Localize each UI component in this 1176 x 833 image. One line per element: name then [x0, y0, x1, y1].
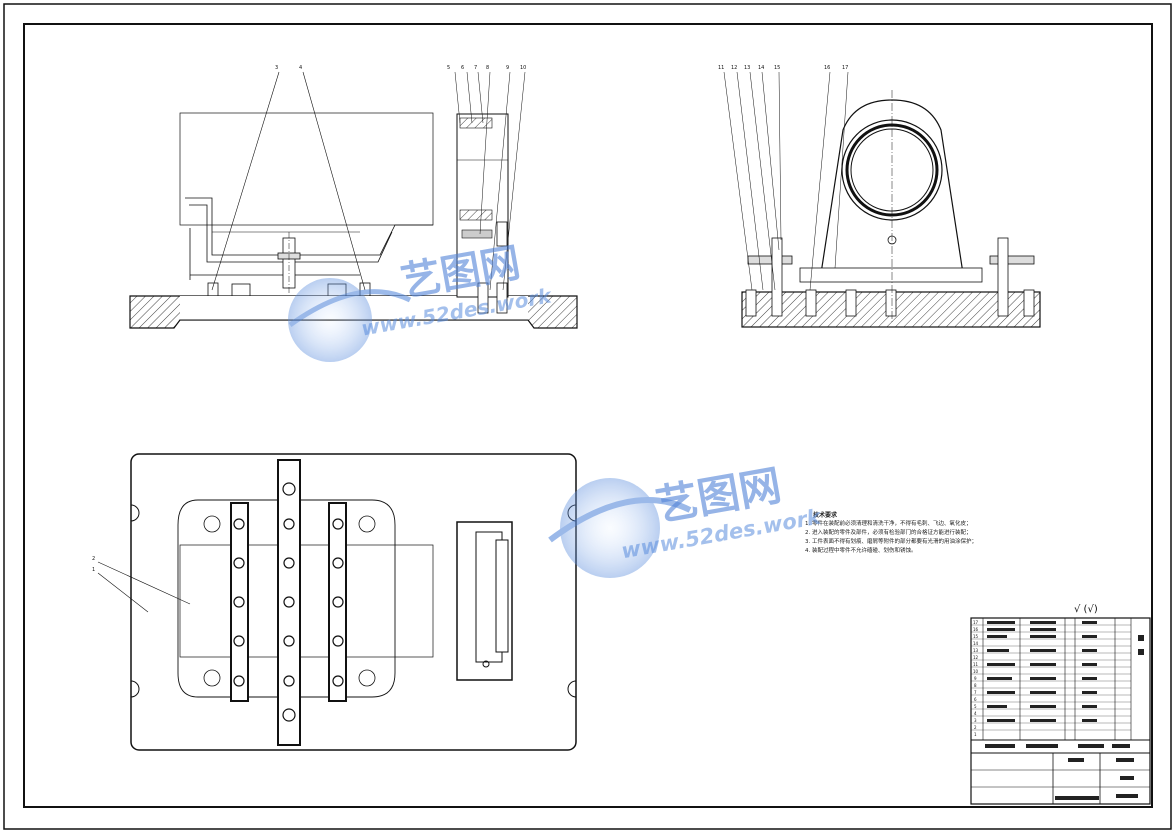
row-9: 9: [974, 676, 977, 681]
watermark-logo-1: [288, 278, 412, 362]
balloon-11: 11: [718, 65, 725, 71]
balloon-9: 9: [506, 65, 510, 71]
row-10: 10: [973, 669, 979, 674]
balloon-16: 16: [824, 65, 831, 71]
surface-finish-symbol: √ (√): [1074, 604, 1098, 615]
balloon-5: 5: [447, 65, 451, 71]
balloon-6: 6: [461, 65, 465, 71]
balloon-1: 1: [92, 567, 96, 573]
row-11: 11: [973, 662, 979, 667]
row-4: 4: [974, 711, 977, 716]
leader-3: [211, 71, 280, 291]
leader-4: [302, 71, 366, 291]
technical-notes: 技术要求 1. 零件在装配前必须清理和清洗干净，不得有毛刺、飞边、氧化皮； 2.…: [805, 511, 1035, 556]
row-1: 1: [974, 732, 977, 737]
row-6: 6: [974, 697, 977, 702]
title-block: [970, 617, 1151, 805]
balloon-15: 15: [774, 65, 781, 71]
watermark-logo-2: [548, 478, 692, 578]
balloon-12: 12: [731, 65, 738, 71]
note-item-1: 1. 零件在装配前必须清理和清洗干净，不得有毛刺、飞边、氧化皮；: [805, 521, 972, 527]
row-13: 13: [973, 648, 979, 653]
row-12: 12: [973, 655, 979, 660]
balloon-8: 8: [486, 65, 490, 71]
balloon-2: 2: [92, 556, 96, 562]
note-item-3: 3. 工件表面不得有划痕、磨屑等附件的部分都要有光滑的用油涂保护；: [805, 539, 977, 545]
row-17: 17: [973, 620, 979, 625]
balloon-4: 4: [299, 65, 303, 71]
row-8: 8: [974, 683, 977, 688]
balloon-7: 7: [474, 65, 478, 71]
row-3: 3: [974, 718, 977, 723]
inner-border: [23, 23, 1153, 808]
end-view: [723, 71, 1041, 328]
row-14: 14: [973, 641, 979, 646]
balloon-10: 10: [520, 65, 527, 71]
row-2: 2: [974, 725, 977, 730]
plan-view: [97, 453, 577, 751]
balloon-3: 3: [275, 65, 279, 71]
balloon-17: 17: [842, 65, 849, 71]
row-16: 16: [973, 627, 979, 632]
balloon-14: 14: [758, 65, 765, 71]
row-5: 5: [974, 704, 977, 709]
notes-title: 技术要求: [813, 512, 838, 519]
row-7: 7: [974, 690, 977, 695]
outer-border: [3, 3, 1172, 830]
note-item-4: 4. 装配过程中零件不允许磕碰、划伤和锈蚀。: [805, 548, 917, 554]
balloon-13: 13: [744, 65, 751, 71]
note-item-2: 2. 进入装配的零件及部件，必须有检验部门的合格证方能进行装配；: [805, 530, 972, 536]
row-15: 15: [973, 634, 979, 639]
